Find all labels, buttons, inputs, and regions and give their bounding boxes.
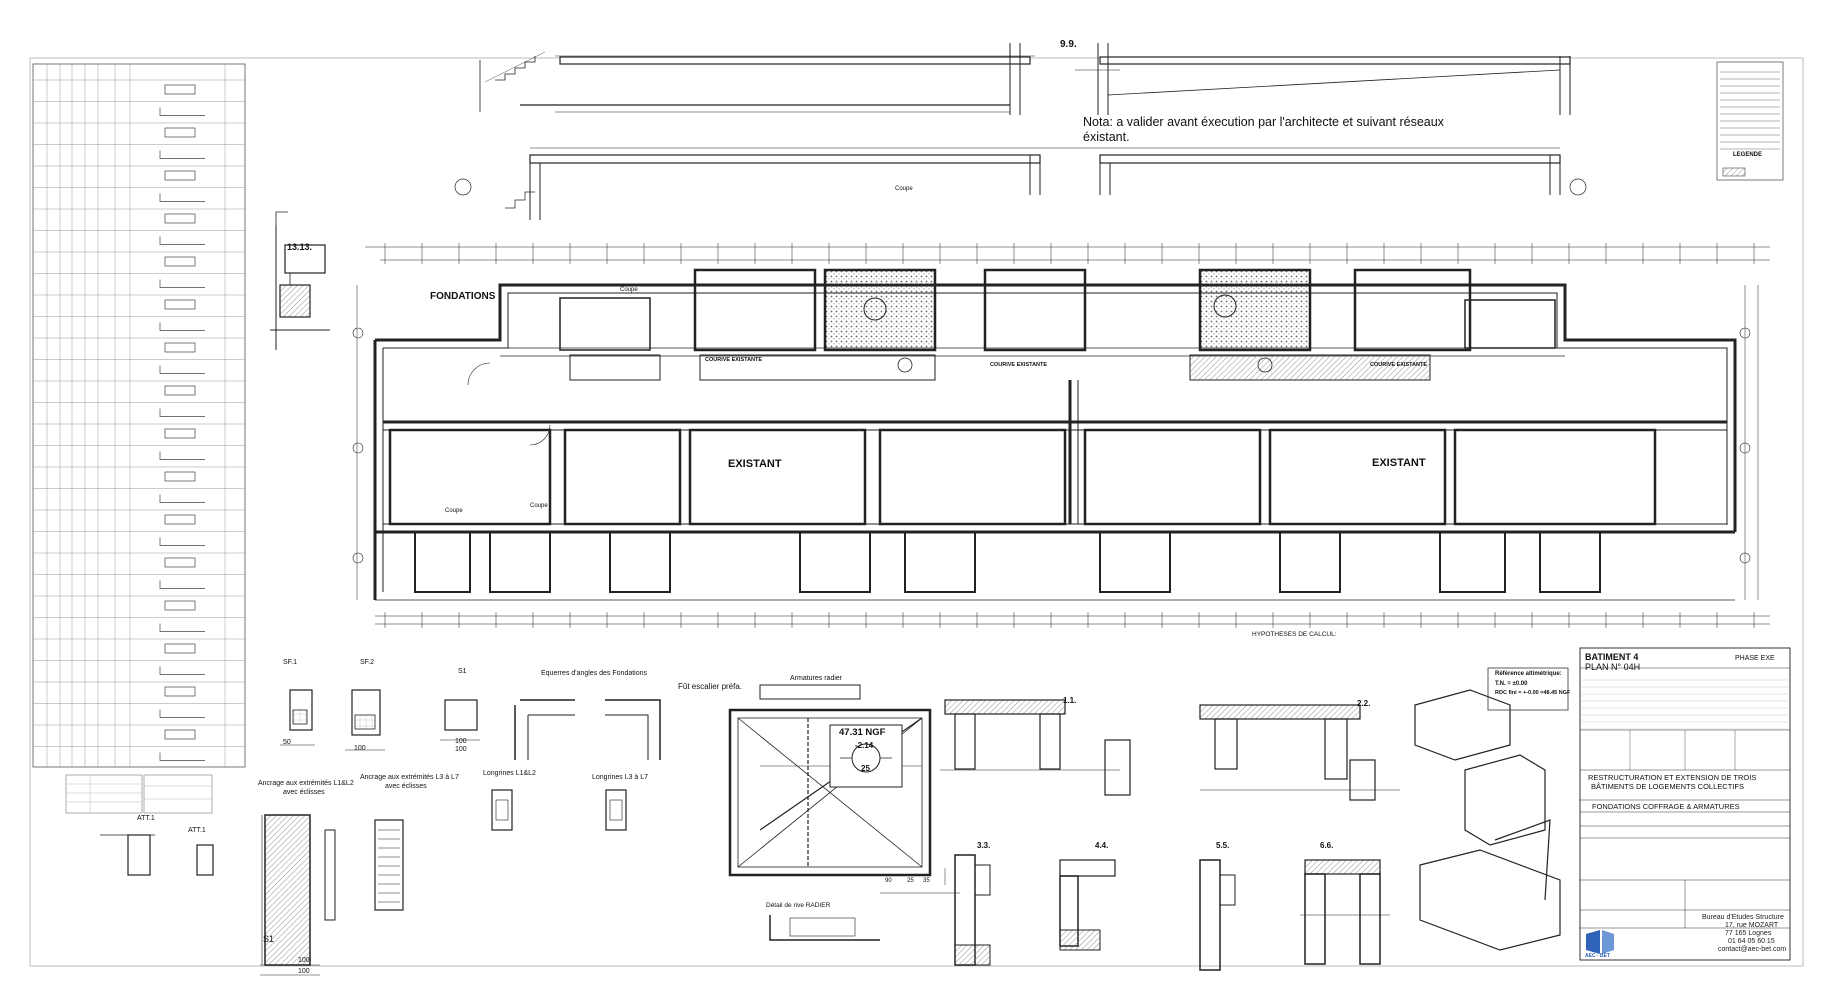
label-courive-existante-1: COURIVE EXISTANTE xyxy=(705,357,763,363)
dim-100-a: 100 xyxy=(354,745,366,752)
ancrage-l3l7-title: Ancrage aux extrémités L3 à L7 xyxy=(360,774,459,781)
firm-logo-text: AEC - BET xyxy=(1585,953,1610,959)
section-marker-1-1: 1.1. xyxy=(1063,696,1077,705)
ancrage-l1l2-sub: avec éclisses xyxy=(283,789,325,796)
hypotheses-title: HYPOTHESES DE CALCUL: xyxy=(1252,631,1337,638)
plan-number: PLAN N° 04H xyxy=(1585,662,1641,672)
label-existant-left: EXISTANT xyxy=(728,458,782,470)
ngf-value: 47.31 NGF xyxy=(839,727,886,738)
level-value: -2.14 xyxy=(855,741,874,750)
label-courive-existante-2: COURIVE EXISTANTE xyxy=(990,362,1048,368)
title-block xyxy=(1487,647,1791,961)
section-marker-4-4: 4.4. xyxy=(1095,841,1109,850)
label-courive-existante-3: COURIVE EXISTANTE xyxy=(1370,362,1428,368)
legend-box xyxy=(1716,61,1784,181)
longrines-l1l2-title: Longrines L1&L2 xyxy=(483,770,536,777)
section-elevation xyxy=(454,147,1587,220)
legend-title: LEGENDE xyxy=(1733,152,1763,158)
ancrage-l1l2-title: Ancrage aux extrémités L1&L2 xyxy=(258,780,354,787)
longrines-l3l7-title: Longrines L3 à L7 xyxy=(592,774,649,781)
dim-35: 35 xyxy=(923,878,930,884)
dim-100-c: 100 xyxy=(455,746,467,753)
detail-rive-title: Détail de rive RADIER xyxy=(766,902,831,909)
project-line-2: BÂTIMENTS DE LOGEMENTS COLLECTIFS xyxy=(1591,782,1744,791)
rebar-schedule-table xyxy=(32,63,246,768)
foundation-plan xyxy=(352,243,1770,628)
bottom-details xyxy=(100,684,1561,976)
section-9-9 xyxy=(479,43,1571,115)
label-existant-right: EXISTANT xyxy=(1372,457,1426,469)
section-marker-s1-bottom: S1 xyxy=(263,934,275,944)
firm-address: 17, rue MOZART xyxy=(1725,922,1779,929)
label-coupe-3: Coupe xyxy=(530,503,548,509)
label-coupe-1: Coupe xyxy=(895,186,913,192)
nota-line-2: éxistant. xyxy=(1083,130,1130,144)
armatures-radier-title: Armatures radier xyxy=(790,675,843,682)
section-marker-3-3: 3.3. xyxy=(977,841,991,850)
section-marker-att1-right: ATT.1 xyxy=(188,827,206,834)
dim-90: 90 xyxy=(885,878,892,884)
level-number: 25 xyxy=(861,764,870,773)
ref-tn: T.N. = ±0.00 xyxy=(1495,681,1528,687)
firm-phone: 01 64 05 60 15 xyxy=(1728,938,1775,945)
section-marker-2-2: 2.2. xyxy=(1357,699,1371,708)
label-coupe-2: Coupe xyxy=(620,287,638,293)
drawing-title: FONDATIONS COFFRAGE & ARMATURES xyxy=(1592,802,1740,811)
nota-line-1: Nota: a valider avant éxecution par l'ar… xyxy=(1083,115,1444,129)
ancrage-l3l7-sub: avec éclisses xyxy=(385,783,427,790)
building-label: BATIMENT 4 xyxy=(1585,652,1639,662)
section-marker-sf1: SF.1 xyxy=(283,659,298,666)
section-marker-5-5: 5.5. xyxy=(1216,841,1230,850)
dim-100-d: 100 xyxy=(298,957,310,964)
label-coupe-4: Coupe xyxy=(445,508,463,514)
firm-city: 77 165 Lognes xyxy=(1725,930,1772,937)
label-fondations: FONDATIONS xyxy=(430,291,496,302)
equerres-title: Equerres d'angles des Fondations xyxy=(541,670,648,677)
dim-100-b: 100 xyxy=(455,738,467,745)
detail-13-13 xyxy=(270,211,330,350)
dim-50: 50 xyxy=(283,739,291,746)
section-marker-sf2: SF.2 xyxy=(360,659,375,666)
section-marker-13-13: 13.13. xyxy=(287,242,313,252)
dim-25: 25 xyxy=(907,878,914,884)
summary-table xyxy=(65,774,213,814)
firm-name: Bureau d'Etudes Structure xyxy=(1702,914,1784,921)
firm-email: contact@aec-bet.com xyxy=(1718,946,1787,953)
ref-rdc: RDC fini = +-0.00 =48.45 NGF xyxy=(1495,690,1571,696)
section-marker-9-9: 9.9. xyxy=(1060,39,1077,50)
section-marker-6-6: 6.6. xyxy=(1320,841,1334,850)
dim-100-e: 100 xyxy=(298,968,310,975)
project-line-1: RESTRUCTURATION ET EXTENSION DE TROIS xyxy=(1588,773,1757,782)
fut-escalier-title: Fût escalier préfa. xyxy=(678,682,743,691)
section-marker-att1-left: ATT.1 xyxy=(137,815,155,822)
ref-title: Référence altimétrique: xyxy=(1495,671,1562,677)
section-marker-s1-top: S1 xyxy=(458,668,467,675)
phase-label: PHASE EXE xyxy=(1735,655,1775,662)
